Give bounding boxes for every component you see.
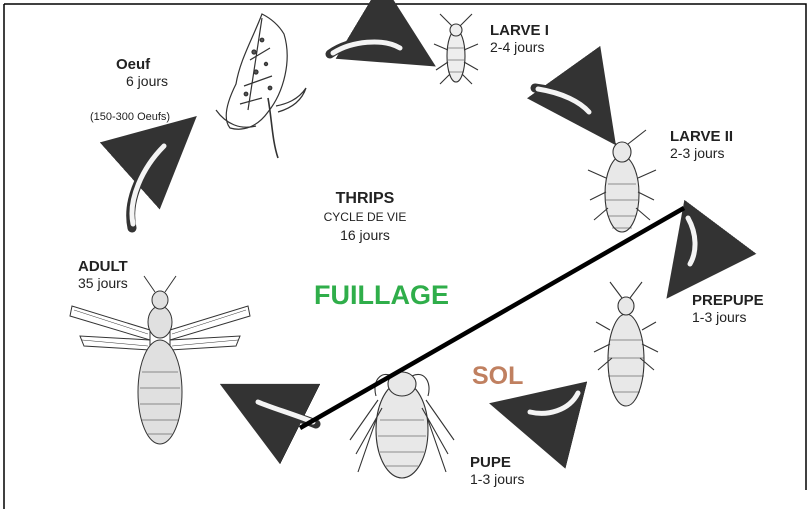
larva2-label-group: LARVE II 2-3 jours <box>670 128 733 161</box>
egg-label-group: Oeuf 6 jours <box>116 56 168 89</box>
diagram-subtitle: CYCLE DE VIE <box>300 211 430 225</box>
pupa-label-group: PUPE 1-3 jours <box>470 454 524 487</box>
adult-name: ADULT <box>78 258 128 275</box>
foliage-zone-label: FUILLAGE <box>314 280 449 311</box>
larva-1-illustration <box>434 14 478 84</box>
egg-name: Oeuf <box>116 56 168 73</box>
prepupa-label-group: PREPUPE 1-3 jours <box>692 292 764 325</box>
center-title-group: THRIPS CYCLE DE VIE 16 jours <box>300 190 430 243</box>
plant-leaf-illustration <box>216 14 306 158</box>
egg-duration: 6 jours <box>126 73 168 89</box>
diagram-title: THRIPS <box>300 190 430 208</box>
adult-label-group: ADULT 35 jours <box>78 258 128 291</box>
adult-duration: 35 jours <box>78 275 128 291</box>
larva1-name: LARVE I <box>490 22 549 39</box>
larva2-name: LARVE II <box>670 128 733 145</box>
total-duration: 16 jours <box>300 227 430 243</box>
larva1-label-group: LARVE I 2-4 jours <box>490 22 549 55</box>
prepupa-name: PREPUPE <box>692 292 764 309</box>
larva-2-illustration <box>588 130 656 232</box>
pupa-name: PUPE <box>470 454 524 471</box>
larva2-duration: 2-3 jours <box>670 145 733 161</box>
larva1-duration: 2-4 jours <box>490 39 549 55</box>
soil-zone-label: SOL <box>472 362 523 391</box>
adult-illustration <box>70 276 250 444</box>
pupa-duration: 1-3 jours <box>470 471 524 487</box>
egg-count-note: (150-300 Oeufs) <box>90 111 170 124</box>
prepupa-illustration <box>594 282 658 406</box>
prepupa-duration: 1-3 jours <box>692 309 764 325</box>
